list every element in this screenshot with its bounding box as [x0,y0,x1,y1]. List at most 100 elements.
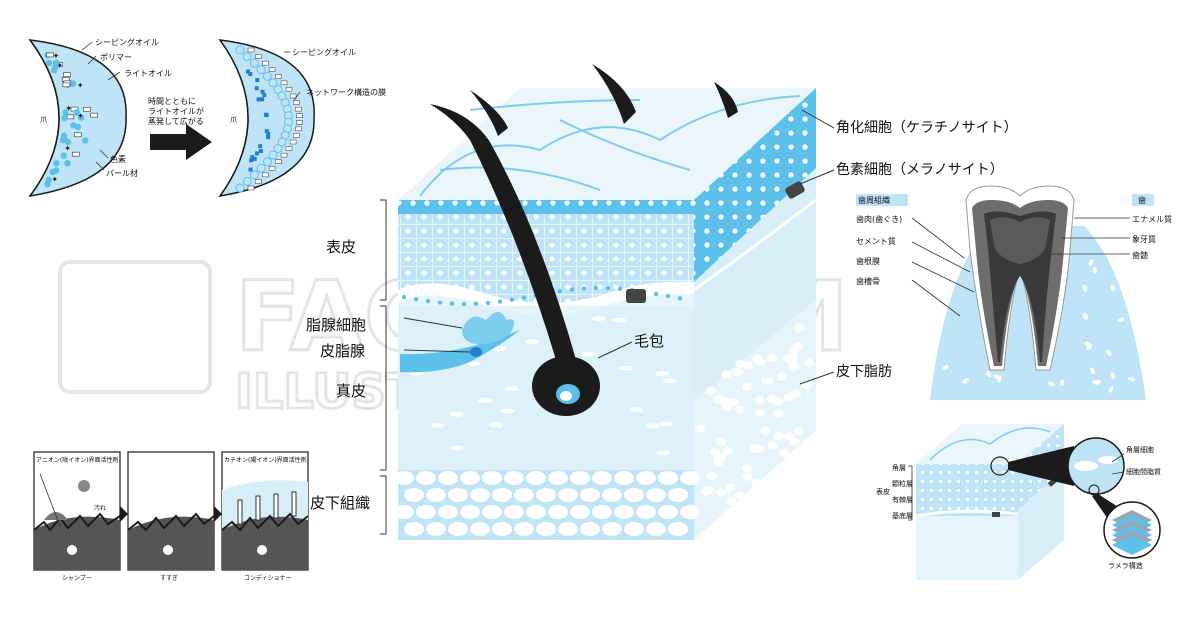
bone-trabecula [1048,381,1055,387]
tooth-header-tooth-box [1132,194,1154,206]
lamellar-layer [1112,535,1152,555]
sealing-oil-block [268,166,276,171]
pigment-mark: ✦ [77,111,84,120]
label-dentin: 象牙質 [1132,234,1156,244]
fat-cell [732,367,743,376]
fibroblast-cell [466,361,481,367]
fat-cell [803,358,814,367]
fat-cell [504,505,524,519]
network-film-cell [249,58,259,68]
label-arrow-line2: ライトオイルが [148,106,204,116]
bone-trabecula [1120,273,1128,279]
fat-cell [646,522,666,536]
sealing-oil-block [262,172,269,178]
fat-cell [404,488,424,502]
fat-cell [713,395,724,404]
sealing-oil-block [275,74,282,79]
network-film-cell [256,65,266,75]
pigment-dot [249,158,254,163]
fat-cell [668,522,688,536]
label-subcutaneous-fat: 皮下脂肪 [836,364,892,380]
pigment-mark: ✦ [65,104,72,113]
fibroblast-cell [430,422,445,428]
fat-cell [706,472,717,481]
sealing-oil-block [285,87,293,92]
sealing-oil-block [254,179,262,184]
fat-cell [416,471,436,485]
bone-trabecula [1060,379,1065,387]
pigment-dot [245,69,250,74]
label-stratum-corneum: 角層 [892,463,906,472]
fibroblast-cell [492,346,507,351]
fibroblast-cell [655,371,670,376]
bone-trabecula [1110,372,1116,379]
fat-cell [460,505,480,519]
pearl-flake [46,52,54,58]
network-film-cell [242,52,252,62]
bone-trabecula [942,273,950,278]
pigment-dot [250,155,255,160]
pigment-dot [258,144,263,149]
fat-cell [766,353,777,362]
bone-trabecula [1117,317,1125,322]
label-pigment: 色素 [110,154,126,164]
tooth-header-periodontal-box [856,194,908,206]
fat-cell [725,483,736,492]
fibroblast-cell [580,351,595,357]
sealing-oil-block [280,152,288,158]
fat-cell [470,522,490,536]
sealing-oil-block [268,67,276,72]
label-periodontal: 歯周組織 [858,195,890,205]
basal-cell [521,295,527,300]
sealing-oil-block [296,120,303,125]
polymer-dot [45,176,52,184]
melanocyte-cell-right [785,181,805,199]
fat-cell [723,447,734,456]
label-dermis: 真皮 [336,382,366,400]
hair-panel-conditioner [221,451,309,571]
basal-cell [461,301,467,307]
sealing-oil-block [285,146,293,151]
fat-cell [548,505,568,519]
label-epidermis-small: 表皮 [876,487,890,496]
pigment-mark: ✦ [53,52,60,61]
bone-trabecula [1109,255,1114,263]
network-film-cell [273,144,283,154]
fat-cell [394,505,414,519]
fat-cell [742,383,753,392]
label-gum: 歯肉(歯ぐき) [856,214,902,224]
sealing-oil-block [280,80,288,86]
fat-cell [580,488,600,502]
fibroblast-cell [612,317,627,323]
fat-cell [482,471,502,485]
panel-arrow-icon-2 [214,506,222,522]
polymer-dot [60,152,68,159]
bone-trabecula [1086,343,1093,350]
fibroblast-cell [659,421,674,427]
tooth-leader-lines [911,217,1130,317]
basal-cell [605,285,611,291]
pigment-mark: ✦ [56,61,63,70]
fibroblast-cell [656,450,671,456]
label-hair-follicle: 毛包 [634,332,664,350]
fat-cell [636,471,656,485]
basal-cell [401,294,407,300]
pigment-dot [266,135,271,140]
label-sebaceous-cell: 脂腺細胞 [306,316,366,334]
fat-cell [658,471,678,485]
fat-cell [680,471,700,485]
polymer-dot [61,114,69,121]
pigment-dot [260,97,265,102]
bone-trabecula [997,375,1002,383]
pearl-flake [71,151,80,157]
network-film-cell [273,84,283,94]
basal-cell [509,297,515,302]
small-skin-block [915,424,1074,580]
fat-cell [751,479,762,488]
network-film-cell [235,45,245,55]
pigment-dot [254,86,259,91]
label-pearl: パール材 [106,168,138,178]
basal-cell [557,289,563,294]
fat-cell [772,432,783,441]
basal-cell [413,297,419,302]
